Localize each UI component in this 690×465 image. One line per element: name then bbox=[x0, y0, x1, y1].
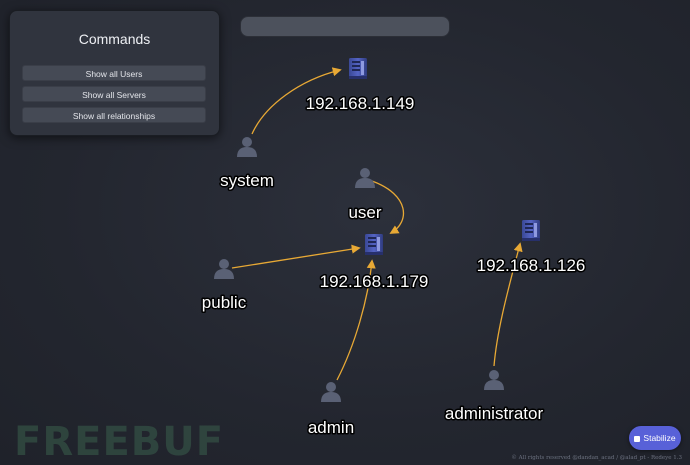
user-label: admin bbox=[308, 418, 354, 437]
edge-user-to-192.168.1.179[interactable] bbox=[371, 180, 405, 234]
user-node-public[interactable] bbox=[214, 259, 234, 279]
user-icon bbox=[484, 370, 504, 390]
user-icon bbox=[237, 137, 257, 157]
edge-system-to-192.168.1.149[interactable] bbox=[251, 67, 342, 135]
user-label: public bbox=[202, 293, 247, 312]
edge-admin-to-192.168.1.179[interactable] bbox=[336, 259, 376, 381]
stabilize-button[interactable]: Stabilize bbox=[629, 426, 681, 450]
show-all-servers-button[interactable]: Show all Servers bbox=[22, 86, 206, 102]
edge-public-to-192.168.1.179[interactable] bbox=[231, 244, 361, 269]
user-icon bbox=[321, 382, 341, 402]
user-icon bbox=[214, 259, 234, 279]
server-label: 192.168.1.179 bbox=[320, 272, 429, 291]
footer-copyright: © All rights reserved @dandan_acad / @al… bbox=[511, 455, 682, 461]
server-label: 192.168.1.126 bbox=[477, 256, 586, 275]
server-node-192.168.1.179[interactable] bbox=[365, 234, 383, 255]
server-icon bbox=[365, 234, 383, 255]
server-node-192.168.1.126[interactable] bbox=[522, 220, 540, 241]
user-label: administrator bbox=[445, 404, 544, 423]
edge-administrator-to-192.168.1.126[interactable] bbox=[493, 242, 523, 367]
server-node-192.168.1.149[interactable] bbox=[349, 58, 367, 79]
user-node-user[interactable] bbox=[355, 168, 375, 188]
user-node-admin[interactable] bbox=[321, 382, 341, 402]
search-input[interactable] bbox=[240, 16, 450, 37]
server-icon bbox=[522, 220, 540, 241]
freebuf-watermark: FREEBUF bbox=[14, 419, 224, 465]
server-icon bbox=[349, 58, 367, 79]
show-all-relationships-button[interactable]: Show all relationships bbox=[22, 107, 206, 123]
user-icon bbox=[355, 168, 375, 188]
user-label: system bbox=[220, 171, 274, 190]
server-label: 192.168.1.149 bbox=[306, 94, 415, 113]
user-node-system[interactable] bbox=[237, 137, 257, 157]
checkbox-icon bbox=[634, 435, 641, 442]
user-node-administrator[interactable] bbox=[484, 370, 504, 390]
commands-panel: Commands Show all Users Show all Servers… bbox=[9, 10, 220, 136]
edges bbox=[231, 67, 523, 381]
show-all-users-button[interactable]: Show all Users bbox=[22, 65, 206, 81]
commands-title: Commands bbox=[78, 31, 151, 47]
stabilize-label: Stabilize bbox=[643, 433, 676, 443]
user-label: user bbox=[348, 203, 381, 222]
